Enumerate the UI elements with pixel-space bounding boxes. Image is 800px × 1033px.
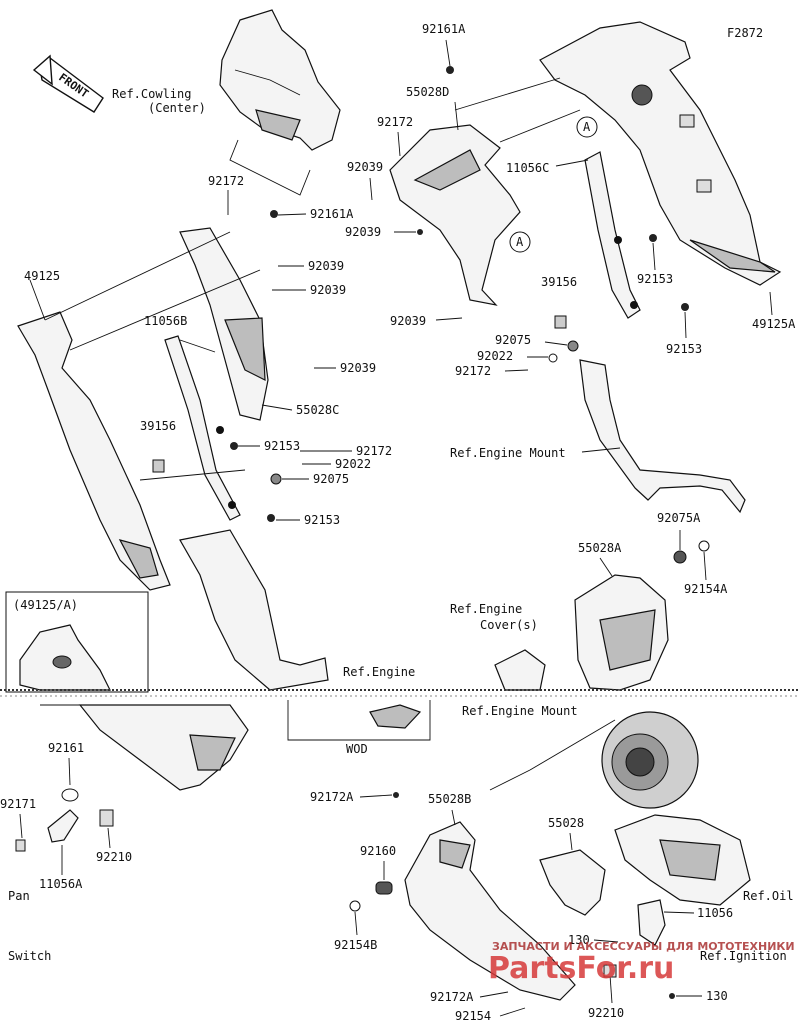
- inset-label: (49125/A): [13, 598, 78, 612]
- watermark-big-text: PartsFor.ru: [488, 951, 674, 986]
- part-92154-label[interactable]: 92154: [455, 1009, 491, 1023]
- ref-engine-mid-label: Ref.Engine: [343, 665, 415, 679]
- front-arrow-icon: FRONT: [32, 54, 104, 113]
- ref-pan-label: Pan: [8, 889, 30, 903]
- engine-mount-right-part: [579, 359, 746, 514]
- figure-code: F2872: [727, 26, 763, 40]
- part-92171-label[interactable]: 92171: [0, 797, 36, 811]
- engine-casing-part: [614, 814, 751, 906]
- part-92160-label[interactable]: 92160: [360, 844, 396, 858]
- bracket-55028b-part: [404, 821, 576, 1001]
- callout-a-right: A: [576, 116, 598, 138]
- part-92075-l-label[interactable]: 92075: [313, 472, 349, 486]
- part-92039-a-label[interactable]: 92039: [347, 160, 383, 174]
- part-92172-top-label[interactable]: 92172: [377, 115, 413, 129]
- part-92172-left-label[interactable]: 92172: [208, 174, 244, 188]
- part-39156-left-label[interactable]: 39156: [140, 419, 176, 433]
- svg-text:A: A: [516, 235, 524, 249]
- part-55028d-label[interactable]: 55028D: [406, 85, 449, 99]
- inset-frame: [5, 591, 149, 693]
- cover-55028-part: [539, 849, 606, 916]
- part-11056a-label[interactable]: 11056A: [39, 877, 83, 891]
- ref-engine-covers-label: Ref.Engine: [450, 602, 522, 616]
- part-39156-right-label[interactable]: 39156: [541, 275, 577, 289]
- lower-cowling-left-part: [17, 311, 171, 591]
- part-130-a-label[interactable]: 130: [568, 933, 590, 947]
- part-92039-c-label[interactable]: 92039: [390, 314, 426, 328]
- part-92210-r-label[interactable]: 92210: [588, 1006, 624, 1020]
- ref-oil-label: Ref.Oil: [743, 889, 794, 903]
- part-92075a-label[interactable]: 92075A: [657, 511, 701, 525]
- part-11056c-label[interactable]: 11056C: [506, 161, 549, 175]
- part-55028c-label[interactable]: 55028C: [296, 403, 339, 417]
- ref-cowling-sub-label: (Center): [148, 101, 206, 115]
- part-92039-d-label[interactable]: 92039: [308, 259, 344, 273]
- stay-11056-part: [637, 899, 666, 946]
- wod-bracket: [287, 700, 431, 741]
- lower-cowling-right-part: [539, 21, 782, 286]
- part-92172-l-label[interactable]: 92172: [356, 444, 392, 458]
- part-92153-l2-label[interactable]: 92153: [304, 513, 340, 527]
- svg-text:A: A: [583, 120, 591, 134]
- bracket-55028d-part: [389, 124, 521, 306]
- ref-ignition-label: Ref.Ignition: [700, 949, 787, 963]
- part-92039-f-label[interactable]: 92039: [340, 361, 376, 375]
- part-92022-l-label[interactable]: 92022: [335, 457, 371, 471]
- bracket-55028c-part: [179, 227, 269, 421]
- wod-label: WOD: [346, 742, 368, 756]
- part-92022-r-label[interactable]: 92022: [477, 349, 513, 363]
- engine-cover-ref-part: [494, 649, 546, 691]
- stay-11056b-part: [164, 335, 241, 521]
- stay-11056a-part: [47, 809, 79, 843]
- stay-11056c-part: [584, 151, 641, 319]
- part-92154a-label[interactable]: 92154A: [684, 582, 728, 596]
- part-92172a-top-label[interactable]: 92172A: [310, 790, 354, 804]
- watermark: ЗАПЧАСТИ И АКСЕССУАРЫ ДЛЯ МОТОТЕХНИКИ Pa…: [488, 940, 795, 986]
- part-49125-label[interactable]: 49125: [24, 269, 60, 283]
- part-92039-b-label[interactable]: 92039: [345, 225, 381, 239]
- watermark-small-text: ЗАПЧАСТИ И АКСЕССУАРЫ ДЛЯ МОТОТЕХНИКИ: [492, 940, 795, 953]
- part-92153-l1-label[interactable]: 92153: [264, 439, 300, 453]
- callout-a-left: A: [509, 231, 531, 253]
- ref-engine-covers-sub-label: Cover(s): [480, 618, 538, 632]
- ref-engine-mount-top-label: Ref.Engine Mount: [450, 446, 566, 460]
- part-92161a-left-label[interactable]: 92161A: [310, 207, 354, 221]
- bracket-55028a-part: [574, 574, 669, 691]
- part-11056-label[interactable]: 11056: [697, 906, 733, 920]
- part-92154b-label[interactable]: 92154B: [334, 938, 377, 952]
- part-55028a-label[interactable]: 55028A: [578, 541, 622, 555]
- part-92039-e-label[interactable]: 92039: [310, 283, 346, 297]
- wod-part: [369, 704, 422, 729]
- cowling-center-part: [219, 9, 341, 151]
- ref-switch-label: Switch: [8, 949, 51, 963]
- part-92172a-bot-label[interactable]: 92172A: [430, 990, 474, 1004]
- part-130-b-label[interactable]: 130: [706, 989, 728, 1003]
- part-49125a-label[interactable]: 49125A: [752, 317, 796, 331]
- part-92210-l-label[interactable]: 92210: [96, 850, 132, 864]
- inset-cowling-part: [19, 624, 111, 691]
- part-92161-label[interactable]: 92161: [48, 741, 84, 755]
- ref-engine-mount-mid-label: Ref.Engine Mount: [462, 704, 578, 718]
- part-55028-label[interactable]: 55028: [548, 816, 584, 830]
- part-11056b-label[interactable]: 11056B: [144, 314, 187, 328]
- ref-cowling-label: Ref.Cowling: [112, 87, 191, 101]
- part-92172-r-label[interactable]: 92172: [455, 364, 491, 378]
- alternator-cover-part: [601, 711, 699, 809]
- part-92161a-top-label[interactable]: 92161A: [422, 22, 466, 36]
- part-92153-r1-label[interactable]: 92153: [637, 272, 673, 286]
- part-92153-r2-label[interactable]: 92153: [666, 342, 702, 356]
- lower-cowling-bottom-left-part: [78, 704, 249, 791]
- engine-mount-left-part: [179, 529, 329, 691]
- part-92075-r-label[interactable]: 92075: [495, 333, 531, 347]
- part-55028b-label[interactable]: 55028B: [428, 792, 471, 806]
